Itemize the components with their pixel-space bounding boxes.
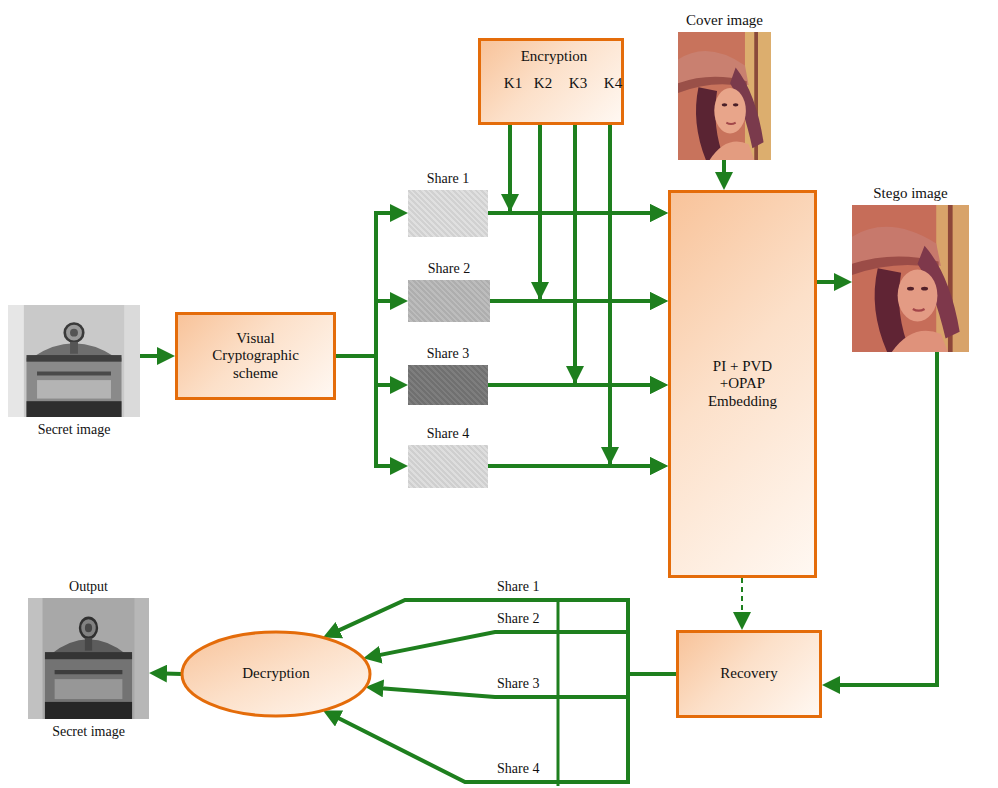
process-box: Visual Cryptographic scheme [175,312,336,400]
flow-arrow-line [369,632,676,674]
flow-arrow-line [336,356,402,385]
image-caption: Cover image [686,12,763,29]
flow-arrow-line [328,674,676,782]
flow-arrow [336,213,402,356]
edge-label: Share 1 [495,579,541,595]
flow-arrow [828,352,937,685]
flow-arrow [531,125,662,301]
flow-arrow [742,578,743,624]
flow-arrow [336,356,402,385]
box-label: PI + PVD +OPAP Embedding [703,358,783,410]
junction-arrow-head [501,194,519,212]
flow-arrow-line [817,280,846,284]
box-label: Visual Cryptographic scheme [206,330,306,382]
stego-image: Stego image [852,205,969,352]
image-caption: Secret image [38,422,111,438]
junction-arrow-head [531,282,549,300]
flow-arrow [817,282,846,283]
flow-arrow [328,674,676,782]
flow-arrow-line [336,356,402,466]
label-stack: Visual Cryptographic scheme [178,315,333,397]
label-stack: Recovery [679,633,819,715]
share-caption: Share 4 [427,426,469,442]
photo-noise-overlay [28,598,149,719]
label-stack [28,598,149,719]
flow-arrow [328,600,676,674]
junction-arrow-head [566,366,584,384]
edge-label: Share 2 [495,611,541,627]
share-caption: Share 3 [427,346,469,362]
photo-tint [852,205,969,352]
label-stack: Decryption [180,630,372,718]
flow-arrow-line [155,671,182,676]
box-label: Recovery [720,665,777,682]
box-label: Encryption [521,48,588,65]
share-image: Share 2 [408,280,490,322]
flow-arrow-line [336,301,402,356]
flow-arrow [601,125,662,466]
flow-arrow-line [722,160,726,184]
image-caption: Stego image [873,185,948,202]
label-stack [8,305,140,417]
flow-arrow [501,125,662,213]
flow-arrow-line [828,352,937,685]
label-stack [408,280,490,322]
flow-arrow [369,632,676,674]
output-image: OutputSecret image [28,598,149,719]
key-label: K1 [504,75,522,92]
flow-arrow-line [540,125,662,301]
flow-arrow-line [575,125,662,385]
cover-image: Cover image [678,32,771,160]
flow-arrow-line [336,213,402,356]
label-stack [408,365,488,405]
flow-arrow [724,160,725,184]
flow-arrow [155,673,182,675]
ellipse-outline [182,632,370,716]
share-image: Share 4 [408,445,488,488]
flow-arrow [371,674,676,697]
key-label: K4 [604,75,622,92]
flow-arrow-line [140,354,169,358]
encryption-box: EncryptionK1 K2 K3 K4 [478,38,624,125]
junction-arrow-head [601,447,619,465]
key-label: K3 [569,75,587,92]
process-box: PI + PVD +OPAP Embedding [668,190,817,578]
flow-arrow-line [510,125,662,213]
output-photo [28,598,149,719]
image-caption: Secret image [52,724,125,740]
flow-arrow-line [328,600,676,674]
key-label: K2 [534,75,552,92]
secret-image: Secret image [8,305,140,417]
ellipse-label: Decryption [242,665,309,682]
image-caption: Output [69,579,108,595]
share-caption: Share 2 [428,261,470,277]
flow-arrow-line [371,674,676,697]
cover-photo [678,32,771,160]
flow-arrow [336,356,402,466]
label-stack: PI + PVD +OPAP Embedding [671,193,814,575]
edge-label: Share 3 [495,676,541,692]
flow-arrow [566,125,662,385]
flow-arrow [336,301,402,356]
process-box: Recovery [676,630,822,718]
share-caption: Share 1 [427,171,469,187]
label-stack [408,190,488,237]
share-image: Share 3 [408,365,488,405]
flow-arrow [140,356,169,357]
flow-arrow-line [610,125,662,466]
label-stack [852,205,969,352]
edge-label: Share 4 [495,761,541,777]
flow-arrow-line [741,578,743,624]
share-image: Share 1 [408,190,488,237]
label-stack [408,445,488,488]
decryption-ellipse: Decryption [180,630,372,718]
stego-photo [852,205,969,352]
connector-line [557,600,560,786]
secret-photo [8,305,140,417]
label-stack [678,32,771,160]
